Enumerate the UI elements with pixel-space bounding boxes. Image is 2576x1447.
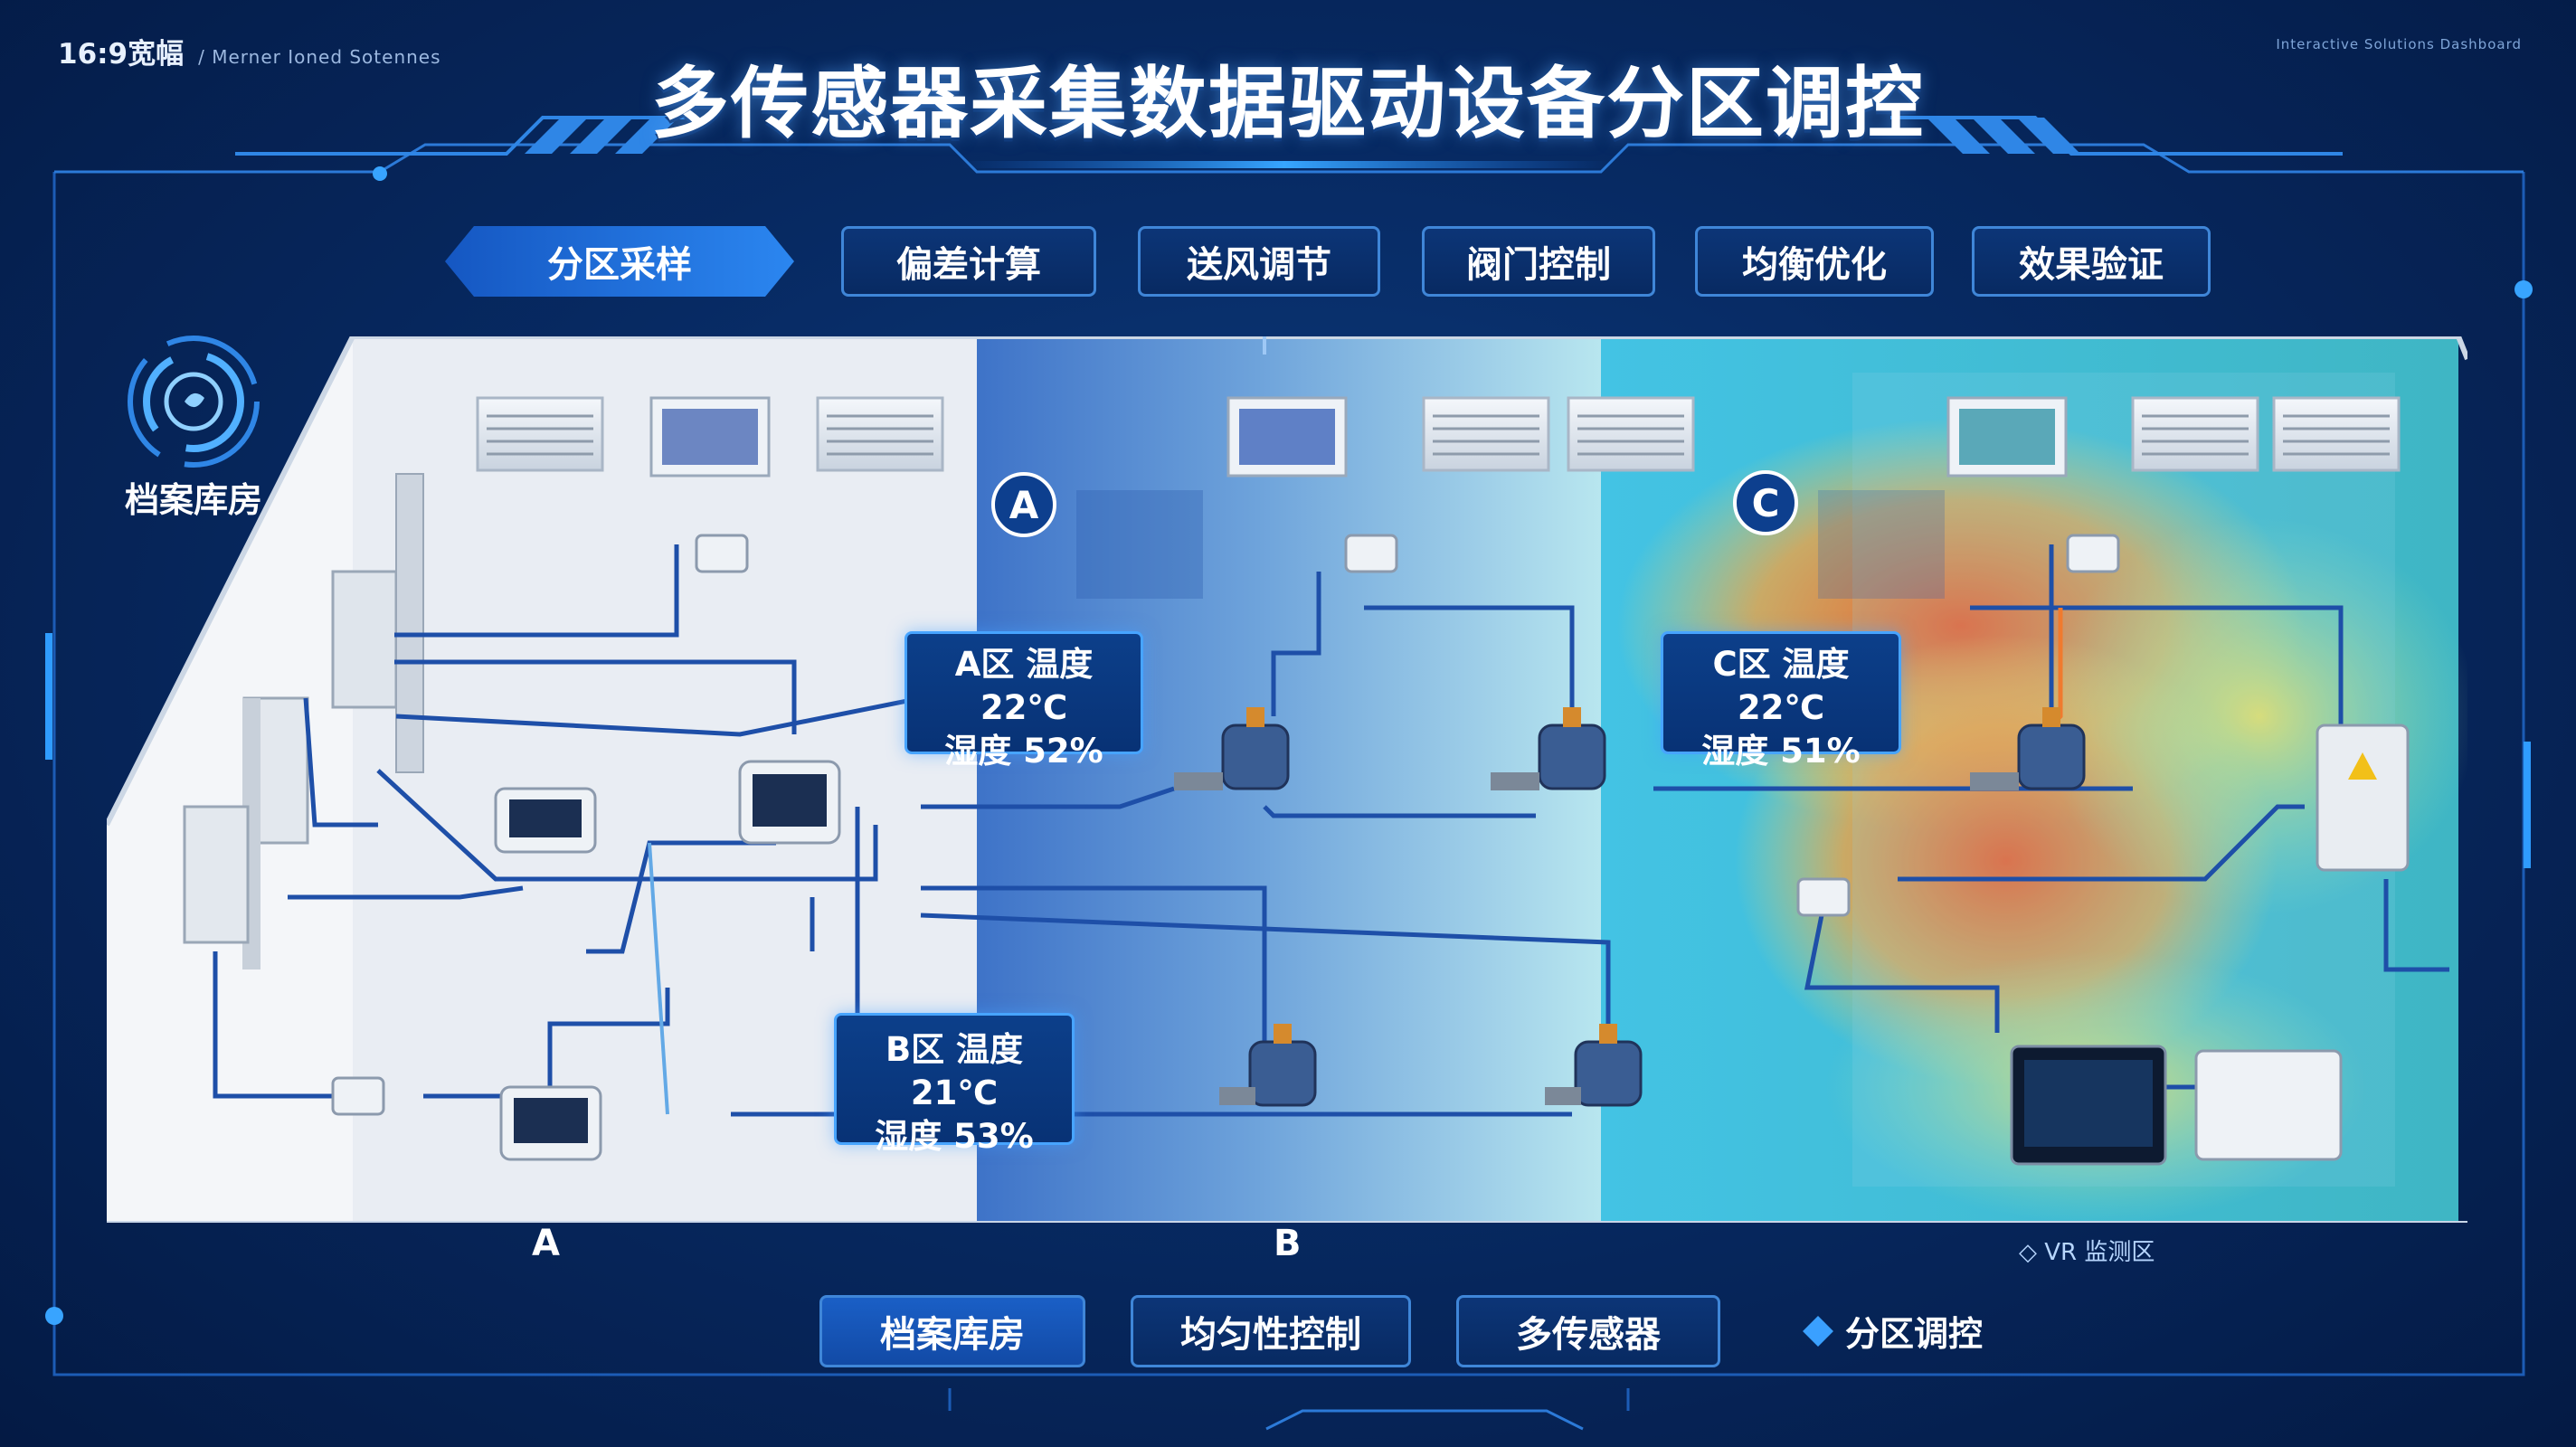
archive-room-label: 档案库房 [125, 480, 263, 520]
zone-b-floor-label: B [1274, 1223, 1302, 1264]
zone-b-info-panel: B区 温度 21℃ 湿度 53% [834, 1013, 1075, 1156]
zone-control-legend: 分区调控 [1803, 1306, 1984, 1356]
step-tab-zone-sampling[interactable]: 分区采样 [445, 226, 794, 297]
valve-units [1174, 707, 2086, 1107]
sensor-units [331, 534, 2410, 1166]
diamond-icon [1803, 1315, 1833, 1347]
corner-caption: Interactive Solutions Dashboard [2276, 36, 2522, 52]
step-tab-valve-control[interactable]: 阀门控制 [1422, 226, 1655, 297]
zone-a-info-panel: A区 温度 22℃ 湿度 52% [904, 631, 1143, 771]
page-title: 多传感器采集数据驱动设备分区调控 [651, 59, 1925, 149]
zone-a-floor-label: A [532, 1223, 560, 1264]
multi-sensor-button[interactable]: 多传感器 [1456, 1295, 1720, 1367]
zone-a-humidity: 湿度 52% [944, 732, 1103, 771]
aspect-ratio-tag: 16:9宽幅 / Merner Ioned Sotennes [58, 31, 441, 71]
wall-cabinets [183, 473, 424, 969]
zone-a-badge: A [991, 472, 1056, 537]
legend-label: 分区调控 [1845, 1314, 1984, 1354]
aspect-ratio-text: 16:9宽幅 [58, 38, 185, 71]
step-tab-effect-verify[interactable]: 效果验证 [1972, 226, 2211, 297]
zone-a-temperature: A区 温度 22℃ [954, 645, 1094, 727]
archive-room-button[interactable]: 档案库房 [819, 1295, 1085, 1367]
archive-ring-icon [128, 336, 260, 468]
uniformity-control-button[interactable]: 均匀性控制 [1131, 1295, 1411, 1367]
step-tab-balance-opt[interactable]: 均衡优化 [1695, 226, 1934, 297]
zone-c-info-panel: C区 温度 22℃ 湿度 51% [1661, 631, 1901, 771]
step-tab-deviation-calc[interactable]: 偏差计算 [841, 226, 1096, 297]
zone-c-temperature: C区 温度 22℃ [1712, 645, 1850, 727]
zone-c-humidity: 湿度 51% [1701, 732, 1861, 771]
zone-b-temperature: B区 温度 21℃ [885, 1030, 1024, 1112]
floor-note: ◇ VR 监测区 [2019, 1239, 2155, 1266]
zone-b-humidity: 湿度 53% [875, 1117, 1034, 1156]
step-tab-air-supply[interactable]: 送风调节 [1138, 226, 1380, 297]
ceiling-vents [476, 396, 2401, 478]
zone-c-badge: C [1733, 470, 1798, 535]
zone-diagram [107, 336, 2467, 1223]
aspect-subtext: / Merner Ioned Sotennes [198, 46, 441, 68]
